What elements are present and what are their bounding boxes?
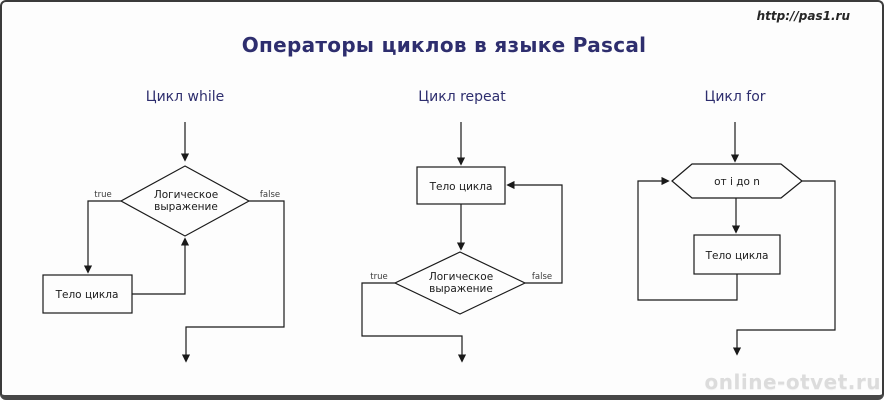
repeat-false-label: false	[532, 272, 552, 282]
while-false-label: false	[260, 190, 280, 200]
repeat-body-text: Тело цикла	[429, 181, 493, 193]
repeat-exit-arrow	[361, 282, 467, 363]
repeat-condition-diamond	[393, 251, 527, 315]
while-body-text: Тело цикла	[55, 289, 119, 301]
for-body-text: Тело цикла	[705, 250, 769, 262]
repeat-loop-flowchart: Тело цикла Логическое выражение true fal…	[361, 122, 563, 363]
repeat-condition-text-line1: Логическое	[429, 271, 493, 283]
while-true-label: true	[94, 190, 111, 200]
for-loop-flowchart: от i до n Тело цикла	[637, 122, 836, 356]
repeat-condition-text-line2: выражение	[429, 283, 493, 295]
for-loop-heading: Цикл for	[704, 89, 766, 105]
for-exit-arrow	[732, 180, 836, 356]
while-condition-text-line2: выражение	[154, 201, 218, 213]
for-loopback-arrow	[637, 176, 738, 301]
while-condition-text-line1: Логическое	[154, 189, 218, 201]
while-loop-heading: Цикл while	[145, 89, 225, 105]
while-condition-diamond	[119, 165, 251, 237]
page-title: Операторы циклов в языке Pascal	[241, 33, 647, 57]
repeat-loop-heading: Цикл repeat	[418, 89, 506, 105]
source-url-label: http://pas1.ru	[756, 9, 850, 23]
for-range-text: от i до n	[714, 176, 760, 188]
while-loop-flowchart: Логическое выражение true false Тело цик…	[42, 122, 285, 363]
while-true-branch-arrow	[83, 200, 121, 274]
watermark-label: online-otvet.ru	[704, 370, 881, 394]
while-exit-arrow	[181, 200, 285, 363]
repeat-loopback-arrow	[506, 180, 563, 284]
while-loopback-arrow	[132, 237, 190, 295]
repeat-true-label: true	[370, 272, 387, 282]
